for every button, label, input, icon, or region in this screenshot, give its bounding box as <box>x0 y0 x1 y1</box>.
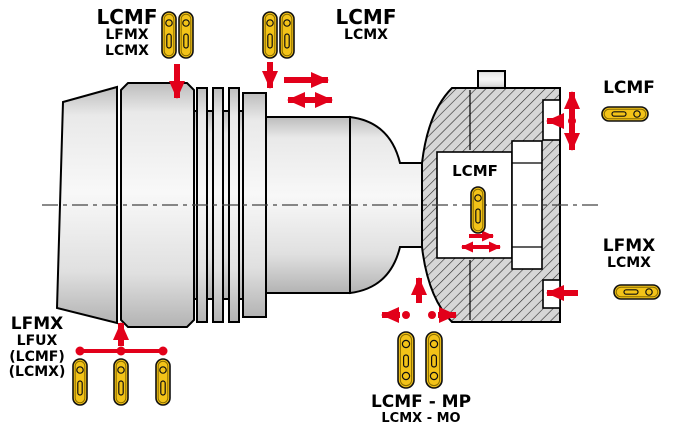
grooving-insert-double-icon <box>397 331 415 389</box>
label-bottom-center: LCMF - MP LCMX - MO <box>350 392 492 427</box>
pivot-dot <box>158 346 168 356</box>
label-pocket: LCMF <box>441 163 509 180</box>
workpiece-top-boss <box>477 70 506 90</box>
label-top-center: LCMF LCMX <box>320 6 412 44</box>
label-line: LFMX <box>10 314 64 334</box>
grooving-insert-icon <box>470 186 486 234</box>
grooving-insert-icon <box>155 358 171 406</box>
grooving-insert-icon <box>113 358 129 406</box>
grooving-insert-icon <box>262 11 278 59</box>
label-right-top: LCMF <box>588 78 670 98</box>
label-line: LCMX - MO <box>381 411 461 427</box>
label-line: LCMF <box>603 78 655 98</box>
label-line: LCMX <box>607 255 651 272</box>
pivot-dot <box>568 117 576 125</box>
label-line: (LCMX) <box>8 364 66 381</box>
pivot-dot <box>75 346 85 356</box>
label-right-middle: LFMX LCMX <box>586 236 672 272</box>
label-line: LCMF <box>452 162 498 180</box>
grooving-insert-icon <box>178 11 194 59</box>
pivot-dot <box>402 311 410 319</box>
grooving-insert-icon <box>72 358 88 406</box>
label-line: LCMX <box>105 43 149 60</box>
label-line: LCMF <box>335 5 397 29</box>
workpiece-cylinder <box>265 116 351 294</box>
grooving-insert-icon <box>279 11 295 59</box>
label-line: LCMF <box>96 5 158 29</box>
label-line: (LCMF) <box>9 348 65 365</box>
label-line: LCMX <box>344 27 388 44</box>
pivot-dot <box>428 311 436 319</box>
label-line: LFMX <box>602 236 656 256</box>
label-bottom-left: LFMX LFUX (LCMF) (LCMX) <box>0 314 74 381</box>
grooving-insert-double-icon <box>425 331 443 389</box>
label-top-left: LCMF LFMX LCMX <box>86 6 168 60</box>
grooving-insert-icon <box>601 106 649 122</box>
pivot-dot <box>116 346 126 356</box>
label-line: LCMF - MP <box>370 392 472 412</box>
label-line: LFMX <box>105 27 149 44</box>
pivot-dots <box>75 117 576 356</box>
label-line: LFUX <box>16 333 58 350</box>
grooving-insert-icon <box>613 284 661 300</box>
